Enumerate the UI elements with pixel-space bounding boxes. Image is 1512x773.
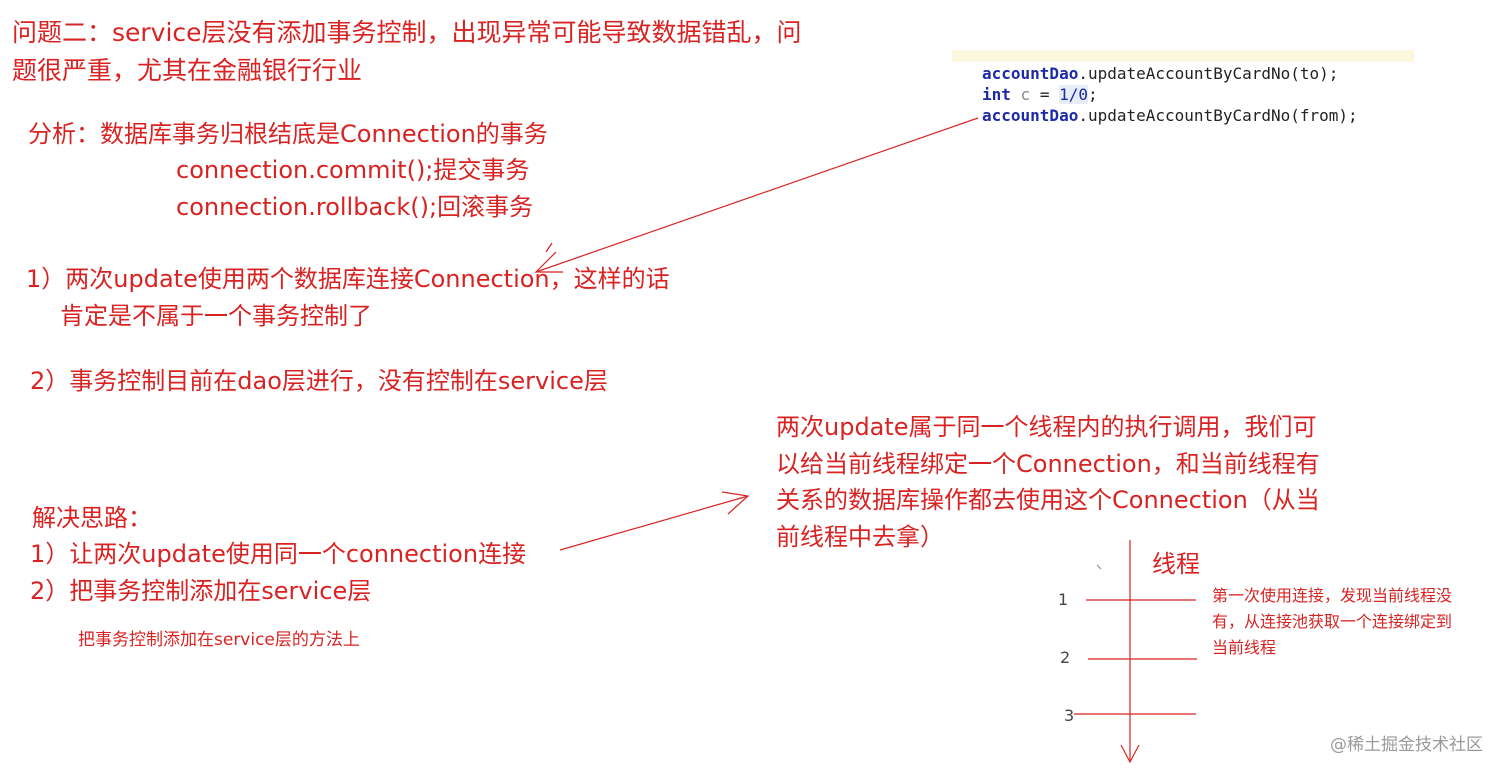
thread-label: 线程 xyxy=(1152,550,1200,578)
point-2: 2）事务控制目前在dao层进行，没有控制在service层 xyxy=(30,367,608,395)
code-line-2-end: ; xyxy=(1087,85,1098,104)
solution-1: 1）让两次update使用同一个connection连接 xyxy=(30,540,527,568)
solution-2: 2）把事务控制添加在service层 xyxy=(30,577,372,605)
code-line-2-var: c xyxy=(1010,85,1040,104)
analysis-heading: 分析：数据库事务归根结底是Connection的事务 xyxy=(28,120,548,148)
explanation-line-1: 两次update属于同一个线程内的执行调用，我们可 xyxy=(776,413,1317,441)
solution-heading: 解决思路： xyxy=(32,504,152,532)
explanation-line-3: 关系的数据库操作都去使用这个Connection（从当 xyxy=(776,486,1320,514)
explanation-line-2: 以给当前线程绑定一个Connection，和当前线程有 xyxy=(776,450,1320,478)
thread-note-line-3: 当前线程 xyxy=(1212,638,1277,657)
code-line-1-call: .updateAccountByCardNo(to); xyxy=(1078,64,1339,83)
code-highlight-bar xyxy=(952,50,1414,62)
thread-axis-arrowhead xyxy=(1120,744,1140,764)
thread-note-line-1: 第一次使用连接，发现当前线程没 xyxy=(1212,586,1453,605)
code-line-1: accountDao.updateAccountByCardNo(to); xyxy=(982,66,1338,82)
explanation-line-4: 前线程中去拿） xyxy=(776,523,944,551)
code-line-1-object: accountDao xyxy=(982,64,1079,83)
solution-note: 把事务控制添加在service层的方法上 xyxy=(78,630,360,650)
code-line-2-eq: = xyxy=(1039,85,1060,104)
analysis-rollback: connection.rollback();回滚事务 xyxy=(176,193,534,221)
watermark: @稀土掘金技术社区 xyxy=(1330,735,1483,755)
thread-note-line-2: 有，从连接池获取一个连接绑定到 xyxy=(1212,612,1453,631)
code-line-2: int c = 1/0; xyxy=(982,85,1098,104)
stray-mark xyxy=(1096,564,1102,570)
thread-tick-1-label: 1 xyxy=(1058,590,1069,609)
arrow-solution-to-explanation xyxy=(559,495,749,551)
thread-tick-2-label: 2 xyxy=(1060,648,1071,667)
code-line-3-call: .updateAccountByCardNo(from); xyxy=(1078,106,1358,125)
code-line-3: accountDao.updateAccountByCardNo(from); xyxy=(982,108,1358,124)
title-line-2: 题很严重，尤其在金融银行行业 xyxy=(12,56,363,85)
analysis-commit: connection.commit();提交事务 xyxy=(176,156,530,184)
arrow-tick-mark xyxy=(545,242,553,253)
point-1-line-1: 1）两次update使用两个数据库连接Connection，这样的话 xyxy=(26,265,670,293)
point-1-line-2: 肯定是不属于一个事务控制了 xyxy=(60,302,372,330)
code-line-2-expr: 1/0 xyxy=(1059,85,1088,104)
arrow-code-to-point1-head xyxy=(534,251,563,273)
code-line-3-object: accountDao xyxy=(982,106,1079,125)
arrow-solution-to-explanation-head xyxy=(721,491,750,515)
code-line-2-keyword: int xyxy=(982,85,1011,104)
title-line-1: 问题二：service层没有添加事务控制，出现异常可能导致数据错乱，问 xyxy=(12,18,802,47)
arrow-code-to-point1 xyxy=(535,117,979,273)
thread-tick-3-label: 3 xyxy=(1064,706,1075,725)
